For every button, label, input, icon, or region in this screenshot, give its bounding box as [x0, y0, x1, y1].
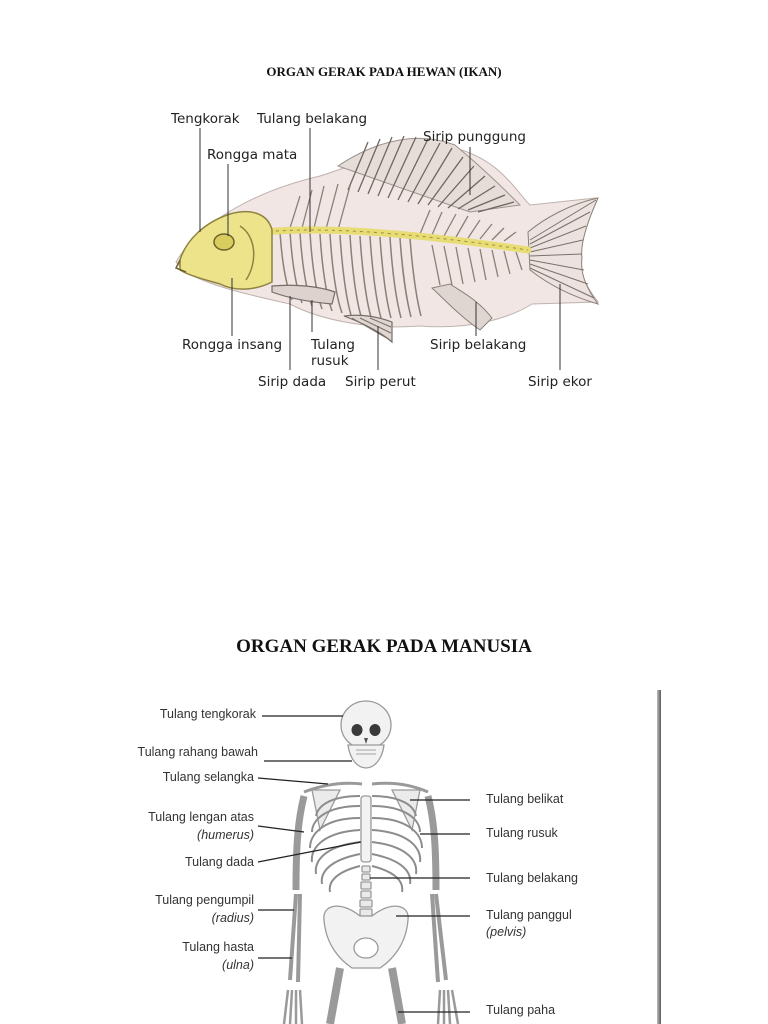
human-eye-left: [351, 724, 363, 736]
vertical-rule: [657, 690, 661, 1024]
dorsal-fin-rays: [347, 135, 515, 213]
human-hand-right: [436, 989, 460, 1024]
human-humerus-right: [424, 795, 440, 891]
human-femur-right: [388, 967, 406, 1024]
human-label-selangka: Tulang selangka: [162, 770, 254, 784]
human-label-hasta: Tulang hasta: [182, 940, 254, 954]
fish-haemal-spines: [431, 244, 523, 286]
fish-label-sirip-ekor: Sirip ekor: [528, 374, 592, 390]
human-label-lengan-atas: Tulang lengan atas: [148, 810, 254, 824]
human-eye-right: [369, 724, 381, 736]
fish-label-rongga-mata: Rongga mata: [207, 147, 298, 163]
human-ulna-left: [296, 893, 302, 983]
human-leader-lines: [257, 715, 470, 1013]
fish-label-sirip-perut: Sirip perut: [345, 374, 416, 390]
human-spine: [359, 865, 373, 917]
human-radius-left: [288, 893, 298, 981]
human-label-rahang-bawah: Tulang rahang bawah: [137, 745, 258, 759]
human-clavicle: [303, 781, 429, 794]
human-pelvis: [323, 905, 409, 969]
human-section-title: ORGAN GERAK PADA MANUSIA: [236, 636, 532, 657]
fish-label-rongga-insang: Rongga insang: [182, 337, 283, 353]
human-label-belikat: Tulang belikat: [486, 792, 564, 806]
human-label-radius: (radius): [211, 911, 254, 925]
fish-eye-socket: [213, 233, 235, 251]
human-label-belakang: Tulang belakang: [486, 871, 578, 885]
human-humerus-left: [292, 795, 308, 891]
human-hand-left: [282, 989, 304, 1024]
fish-label-sirip-belakang: Sirip belakang: [430, 337, 527, 353]
human-label-tengkorak: Tulang tengkorak: [159, 707, 256, 721]
human-label-panggul: Tulang panggul: [486, 908, 572, 922]
human-label-pengumpil: Tulang pengumpil: [155, 893, 254, 907]
fish-label-sirip-punggung: Sirip punggung: [423, 129, 526, 145]
fish-label-rusuk: rusuk: [311, 353, 349, 369]
human-ulna-right: [430, 893, 440, 983]
human-label-humerus: (humerus): [197, 828, 254, 842]
human-label-rusuk: Tulang rusuk: [486, 826, 558, 840]
human-jaw: [347, 744, 385, 769]
fish-leader-lines: [199, 128, 561, 370]
human-sternum: [360, 795, 372, 863]
fish-neural-spines: [289, 183, 517, 242]
fish-label-sirip-dada: Sirip dada: [258, 374, 327, 390]
human-label-dada: Tulang dada: [184, 855, 254, 869]
fish-pectoral-fin: [271, 284, 336, 305]
fish-section-title: ORGAN GERAK PADA HEWAN (IKAN): [266, 64, 502, 79]
fish-tail: [527, 197, 600, 305]
tail-rays: [529, 199, 597, 299]
human-label-paha: Tulang paha: [486, 1003, 556, 1017]
fish-anal-fin: [430, 283, 493, 331]
human-femur-left: [326, 967, 344, 1024]
human-label-ulna: (ulna): [222, 958, 254, 972]
fish-label-tengkorak: Tengkorak: [171, 111, 240, 127]
human-label-pelvis: (pelvis): [486, 925, 527, 939]
human-radius-right: [434, 893, 448, 981]
fish-label-tulang: Tulang: [311, 337, 355, 353]
fish-label-tulang-belakang: Tulang belakang: [257, 111, 368, 127]
